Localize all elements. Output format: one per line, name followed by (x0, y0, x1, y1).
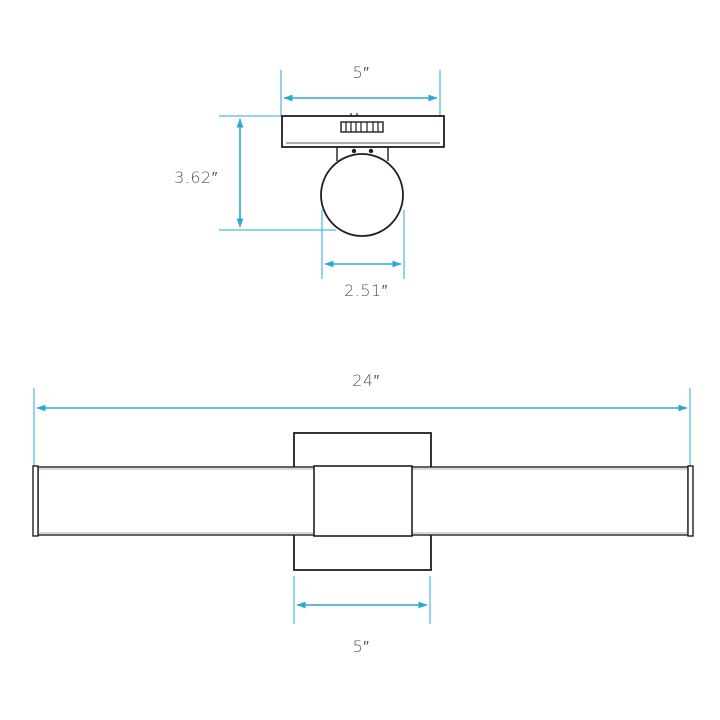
tube-end-cap-left (32, 465, 39, 537)
front-view: 24″ 5″ (32, 371, 694, 656)
connector-arm (336, 147, 389, 161)
mounting-plate (281, 113, 445, 148)
side-diameter-label: 2.51″ (344, 281, 388, 300)
side-width-dimension: 5″ (280, 63, 441, 116)
front-plate-width-label: 5″ (353, 637, 370, 656)
tube-cross-section (320, 153, 404, 237)
side-width-label: 5″ (353, 63, 370, 82)
front-plate-width-dimension: 5″ (293, 576, 431, 656)
tube-end-cap-right (687, 465, 694, 537)
front-length-dimension: 24″ (33, 371, 691, 467)
side-height-dimension: 3.62″ (174, 115, 336, 231)
plate-outline (281, 115, 445, 148)
side-view: 5″ 3.62″ (174, 63, 445, 300)
terminal-block-icon (340, 121, 384, 133)
side-diameter-dimension: 2.51″ (321, 210, 405, 300)
side-height-label: 3.62″ (174, 168, 218, 187)
center-collar (313, 465, 413, 537)
front-length-label: 24″ (352, 371, 380, 390)
